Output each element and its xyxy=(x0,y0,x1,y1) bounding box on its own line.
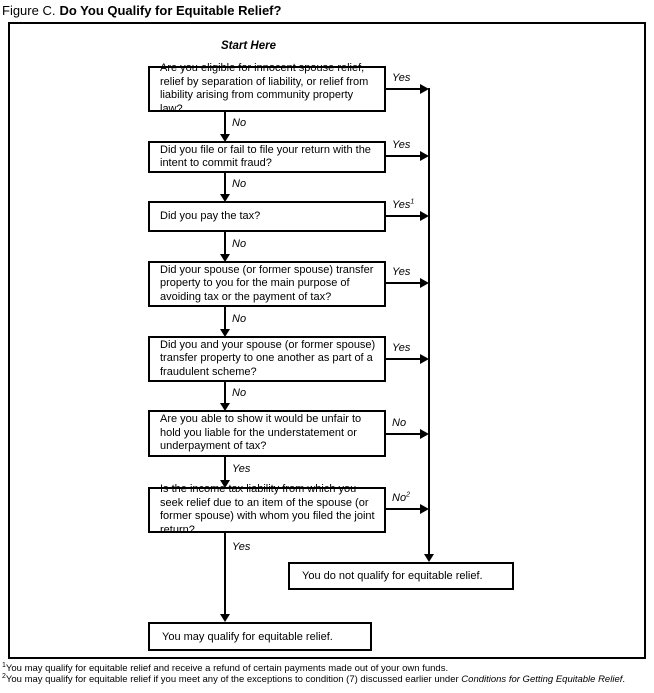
branch-line-2 xyxy=(386,155,420,157)
connector-arrowhead-5 xyxy=(220,403,230,411)
figure-title-prefix: Figure C. xyxy=(2,3,56,18)
question-box-5: Did you and your spouse (or former spous… xyxy=(148,336,386,382)
start-here-label: Start Here xyxy=(221,40,276,52)
connector-line-6 xyxy=(224,457,226,480)
collector-arrowhead xyxy=(424,554,434,562)
connector-label-3: No xyxy=(232,238,247,250)
branch-label-text-4: Yes xyxy=(392,266,411,278)
branch-label-text-6: No xyxy=(392,417,407,429)
branch-label-2: Yes xyxy=(392,139,410,151)
question-box-3: Did you pay the tax? xyxy=(148,201,386,232)
branch-label-text-3: Yes xyxy=(392,199,411,211)
branch-label-sup-3: 1 xyxy=(410,198,415,206)
footnote-1-text: You may qualify for equitable relief and… xyxy=(5,663,449,674)
branch-line-7 xyxy=(386,508,420,510)
connector-line-7 xyxy=(224,533,226,614)
connector-line-2 xyxy=(224,173,226,194)
branch-label-4: Yes xyxy=(392,266,410,278)
connector-line-4 xyxy=(224,307,226,329)
branch-line-5 xyxy=(386,358,420,360)
connector-arrowhead-1 xyxy=(220,134,230,142)
question-text-3: Did you pay the tax? xyxy=(160,209,261,222)
branch-arrowhead-7 xyxy=(420,504,429,514)
connector-label-7: Yes xyxy=(232,541,251,553)
branch-label-5: Yes xyxy=(392,342,410,354)
branch-label-text-7: No xyxy=(392,492,407,504)
outcome-box-may-qualify: You may qualify for equitable relief. xyxy=(148,622,372,651)
branch-label-text-5: Yes xyxy=(392,342,411,354)
branch-arrowhead-3 xyxy=(420,211,429,221)
connector-arrowhead-7 xyxy=(220,614,230,622)
outcome-may-qualify-text: You may qualify for equitable relief. xyxy=(162,630,333,643)
figure-title-main: Do You Qualify for Equitable Relief? xyxy=(59,3,282,18)
question-box-4: Did your spouse (or former spouse) trans… xyxy=(148,261,386,307)
outcome-not-qualify-text: You do not qualify for equitable relief. xyxy=(302,570,483,582)
connector-arrowhead-3 xyxy=(220,254,230,262)
footnote-2-italic: Conditions for Getting Equitable Relief xyxy=(461,674,623,685)
footnote-1-sup: 1 xyxy=(2,661,6,669)
outcome-box-not-qualify: You do not qualify for equitable relief. xyxy=(288,562,514,590)
branch-arrowhead-5 xyxy=(420,354,429,364)
question-text-4: Did your spouse (or former spouse) trans… xyxy=(160,263,374,303)
footnote-1: 1You may qualify for equitable relief an… xyxy=(2,661,449,674)
branch-arrowhead-2 xyxy=(420,151,429,161)
branch-arrowhead-1 xyxy=(420,84,429,94)
question-text-7: Is the income tax liability from which y… xyxy=(160,483,375,536)
branch-label-text-1: Yes xyxy=(392,72,411,84)
branch-label-text-2: Yes xyxy=(392,139,411,151)
question-box-6: Are you able to show it would be unfair … xyxy=(148,410,386,457)
branch-arrowhead-4 xyxy=(420,278,429,288)
footnote-2-sup: 2 xyxy=(2,672,6,680)
branch-line-6 xyxy=(386,433,420,435)
question-text-6: Are you able to show it would be unfair … xyxy=(160,413,362,453)
branch-arrowhead-6 xyxy=(420,429,429,439)
branch-label-3: Yes1 xyxy=(392,198,415,211)
connector-label-1: No xyxy=(232,117,247,129)
connector-label-4: No xyxy=(232,313,247,325)
question-box-2: Did you file or fail to file your return… xyxy=(148,141,386,173)
figure-title: Figure C.Do You Qualify for Equitable Re… xyxy=(2,3,281,18)
connector-line-3 xyxy=(224,232,226,254)
question-text-1: Are you eligible for innocent spouse rel… xyxy=(160,62,369,115)
question-box-7: Is the income tax liability from which y… xyxy=(148,483,386,536)
branch-label-1: Yes xyxy=(392,72,410,84)
footnote-2-text: You may qualify for equitable relief if … xyxy=(5,674,462,685)
question-text-5: Did you and your spouse (or former spous… xyxy=(160,338,376,378)
connector-label-2: No xyxy=(232,178,247,190)
branch-line-3 xyxy=(386,215,420,217)
footnote-2-suffix: . xyxy=(622,674,626,685)
connector-line-1 xyxy=(224,112,226,134)
branch-line-1 xyxy=(386,88,420,90)
connector-arrowhead-6 xyxy=(220,480,230,488)
connector-line-5 xyxy=(224,382,226,403)
footnote-2: 2You may qualify for equitable relief if… xyxy=(2,672,626,685)
connector-label-6: Yes xyxy=(232,463,251,475)
collector-line xyxy=(428,88,430,554)
branch-label-6: No xyxy=(392,417,406,429)
question-text-2: Did you file or fail to file your return… xyxy=(160,143,371,170)
connector-arrowhead-4 xyxy=(220,329,230,337)
branch-label-sup-7: 2 xyxy=(406,491,410,499)
branch-label-7: No2 xyxy=(392,491,410,504)
connector-label-5: No xyxy=(232,387,247,399)
connector-arrowhead-2 xyxy=(220,194,230,202)
branch-line-4 xyxy=(386,282,420,284)
question-box-1: Are you eligible for innocent spouse rel… xyxy=(148,62,386,115)
